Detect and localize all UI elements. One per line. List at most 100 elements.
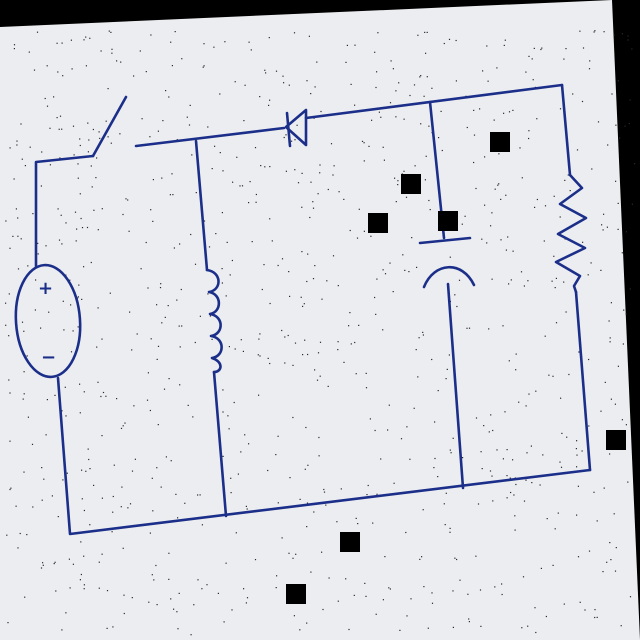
speckle (505, 249, 507, 251)
speckle (150, 209, 152, 211)
speckle (171, 65, 173, 67)
speckle (487, 80, 489, 82)
speckle (354, 341, 356, 344)
speckle (420, 75, 422, 77)
speckle (227, 415, 229, 417)
speckle (609, 542, 611, 544)
speckle (376, 493, 378, 495)
speckle (431, 602, 434, 604)
resistor (554, 173, 588, 294)
speckle (486, 45, 488, 47)
speckle (565, 311, 567, 313)
speckle (296, 124, 298, 126)
speckle (27, 265, 29, 267)
speckle (528, 393, 530, 395)
speckle (231, 609, 233, 611)
speckle (534, 607, 536, 609)
speckle (512, 459, 514, 461)
speckle (327, 188, 329, 191)
speckle (40, 185, 42, 187)
speckle (306, 502, 309, 504)
speckle (190, 233, 192, 236)
speckle (504, 39, 506, 41)
speckle (445, 378, 447, 380)
speckle (147, 372, 149, 374)
speckle (312, 207, 315, 209)
speckle (291, 140, 293, 142)
speckle (544, 335, 546, 337)
speckle (620, 625, 622, 627)
speckle (320, 110, 322, 113)
speckle (540, 567, 542, 569)
speckle (28, 51, 30, 53)
speckle (177, 517, 179, 519)
speckle (110, 31, 112, 33)
speckle (603, 213, 605, 215)
speckle (58, 239, 61, 241)
speckle (371, 119, 373, 121)
speckle (629, 288, 631, 290)
speckle (127, 199, 129, 201)
speckle (473, 109, 475, 111)
speckle (565, 48, 567, 50)
speckle (283, 136, 285, 139)
speckle (350, 83, 352, 85)
speckle (363, 142, 365, 144)
speckle (134, 458, 136, 460)
speckle (610, 302, 612, 304)
speckle (263, 264, 265, 266)
speckle (100, 395, 102, 398)
speckle (99, 137, 101, 139)
speckle (307, 464, 309, 466)
speckle (83, 588, 85, 590)
speckle (269, 218, 271, 220)
speckle (377, 32, 379, 34)
speckle (431, 87, 433, 89)
speckle (383, 159, 385, 161)
speckle (500, 239, 502, 241)
speckle (214, 145, 216, 147)
speckle (433, 467, 435, 469)
speckle (596, 616, 598, 618)
speckle (402, 254, 404, 256)
speckle (192, 416, 194, 418)
speckle (321, 551, 323, 553)
speckle (515, 369, 517, 371)
speckle (100, 50, 102, 52)
speckle (422, 509, 424, 511)
capacitor (418, 236, 476, 289)
speckle (53, 563, 55, 565)
speckle (62, 300, 64, 302)
speckle (370, 235, 372, 237)
speckle (514, 515, 516, 517)
speckle (380, 458, 382, 460)
speckle (488, 328, 490, 330)
speckle (627, 481, 629, 483)
speckle (111, 531, 113, 533)
speckle (594, 30, 596, 32)
speckle (55, 590, 57, 592)
speckle (246, 508, 248, 510)
speckle (170, 41, 172, 43)
speckle (596, 520, 598, 522)
speckle (434, 457, 436, 460)
speckle (477, 503, 480, 505)
speckle (306, 80, 308, 82)
speckle (9, 488, 11, 491)
speckle (614, 403, 616, 405)
speckle (513, 494, 515, 496)
speckle (159, 287, 162, 289)
speckle (608, 320, 610, 322)
speckle (199, 315, 201, 317)
speckle (275, 70, 278, 72)
speckle (510, 491, 512, 494)
speckle (323, 488, 325, 491)
speckle (539, 484, 541, 486)
speckle (617, 80, 619, 82)
speckle (313, 511, 315, 513)
speckle (621, 419, 623, 421)
speckle (65, 415, 67, 417)
speckle (417, 34, 419, 36)
speckle (419, 558, 421, 560)
speckle (302, 305, 304, 307)
